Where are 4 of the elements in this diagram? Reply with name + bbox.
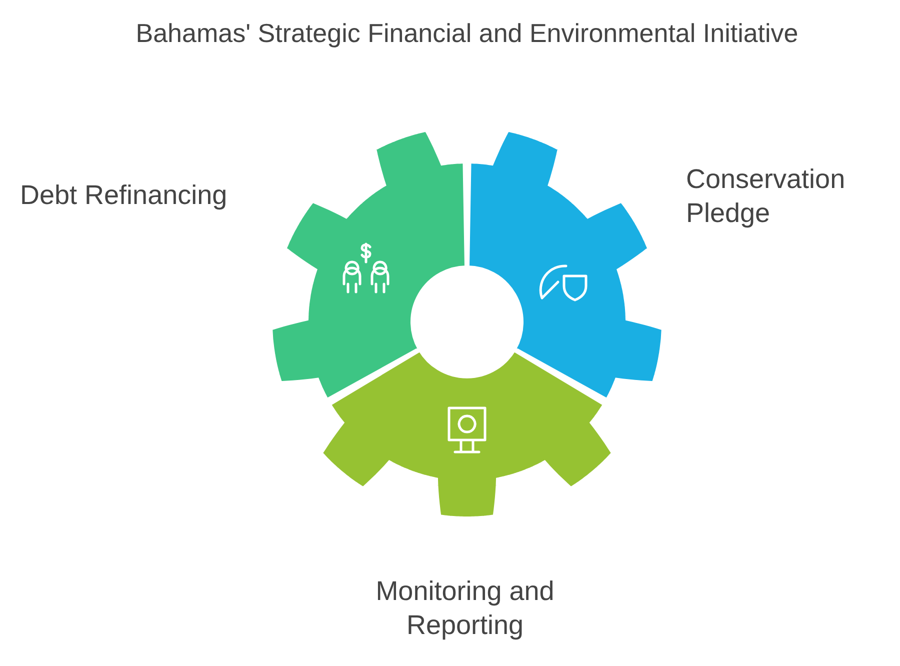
diagram-title: Bahamas' Strategic Financial and Environmental Initiative [134,18,800,49]
segment-label: Conservation Pledge [686,164,846,228]
segment-label: Monitoring and Reporting [376,576,554,640]
segment-label: Debt Refinancing [20,180,228,210]
